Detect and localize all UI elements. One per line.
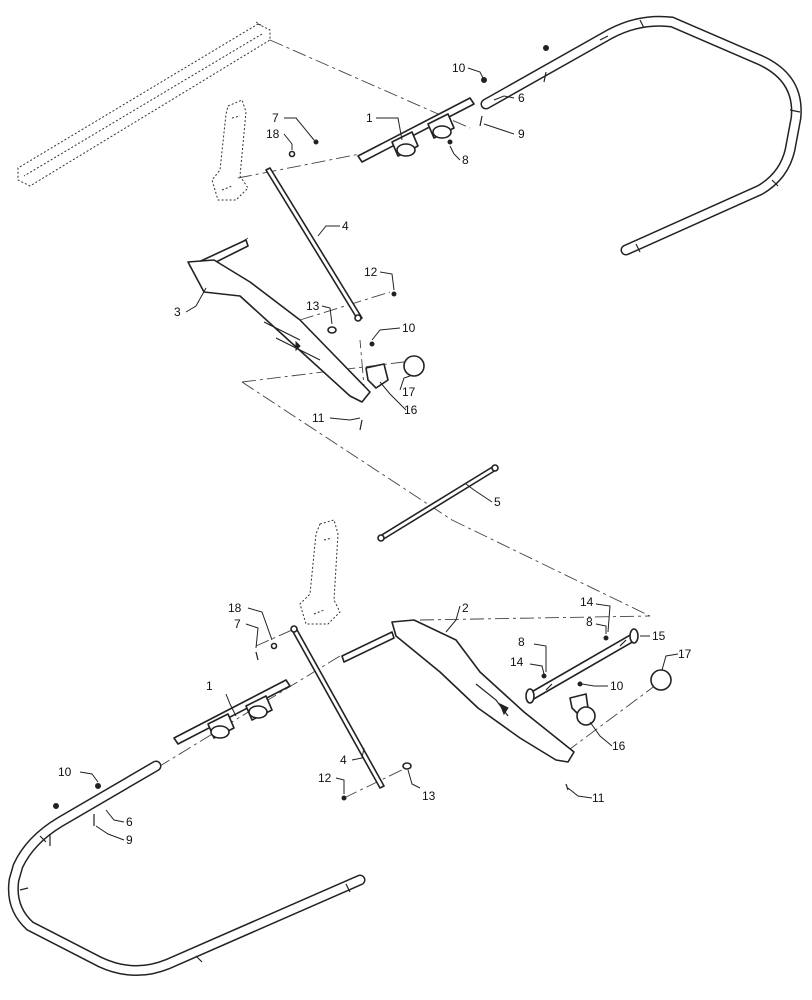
callout-7: 7 — [234, 617, 241, 631]
callout-10: 10 — [610, 679, 624, 693]
callout-5: 5 — [494, 495, 501, 509]
callout-4: 4 — [340, 753, 347, 767]
arm-bracket-top — [187, 239, 371, 403]
tube-handrail-top — [480, 15, 802, 256]
callout-17: 17 — [402, 385, 416, 399]
callout-6: 6 — [126, 815, 133, 829]
callout-7: 7 — [272, 111, 279, 125]
tube-handrail-bottom — [7, 760, 366, 977]
rod-bottom — [290, 625, 385, 789]
callout-14: 14 — [510, 655, 524, 669]
hardware-top — [288, 45, 549, 431]
callout-numbers: 10 6 9 1 8 7 18 4 3 12 13 10 17 16 11 5 … — [58, 61, 692, 847]
callout-12: 12 — [364, 265, 378, 279]
callout-11: 11 — [592, 791, 605, 805]
shaft-middle — [377, 464, 499, 542]
callout-6: 6 — [518, 91, 525, 105]
callout-10: 10 — [452, 61, 466, 75]
callout-11: 11 — [312, 411, 325, 425]
callout-12: 12 — [318, 771, 332, 785]
phantom-bracket-top — [211, 99, 249, 201]
phantom-bracket-bottom — [299, 519, 341, 625]
callout-16: 16 — [404, 403, 418, 417]
callout-10: 10 — [58, 765, 72, 779]
callout-2: 2 — [462, 601, 469, 615]
callout-3: 3 — [174, 305, 181, 319]
callout-leaders — [79, 67, 679, 841]
hinge-assembly-bottom — [173, 679, 291, 745]
callout-13: 13 — [306, 299, 320, 313]
callout-4: 4 — [342, 219, 349, 233]
callout-13: 13 — [422, 789, 436, 803]
callout-9: 9 — [126, 833, 133, 847]
shaft-with-collars-bottom — [525, 628, 639, 704]
callout-16: 16 — [612, 739, 626, 753]
callout-8: 8 — [518, 635, 525, 649]
callout-14: 14 — [580, 595, 594, 609]
phantom-header-frame — [17, 21, 271, 187]
callout-1: 1 — [206, 679, 213, 693]
rod-top — [265, 167, 363, 322]
callout-15: 15 — [652, 629, 666, 643]
callout-17: 17 — [678, 647, 692, 661]
arm-bracket-bottom — [341, 619, 575, 763]
hinge-assembly-top — [357, 97, 475, 163]
callout-10: 10 — [402, 321, 416, 335]
callout-18: 18 — [266, 127, 280, 141]
callout-18: 18 — [228, 601, 242, 615]
callout-9: 9 — [518, 127, 525, 141]
callout-1: 1 — [366, 111, 373, 125]
callout-8: 8 — [586, 615, 593, 629]
hardware-bottom — [49, 635, 672, 846]
callout-8: 8 — [462, 153, 469, 167]
